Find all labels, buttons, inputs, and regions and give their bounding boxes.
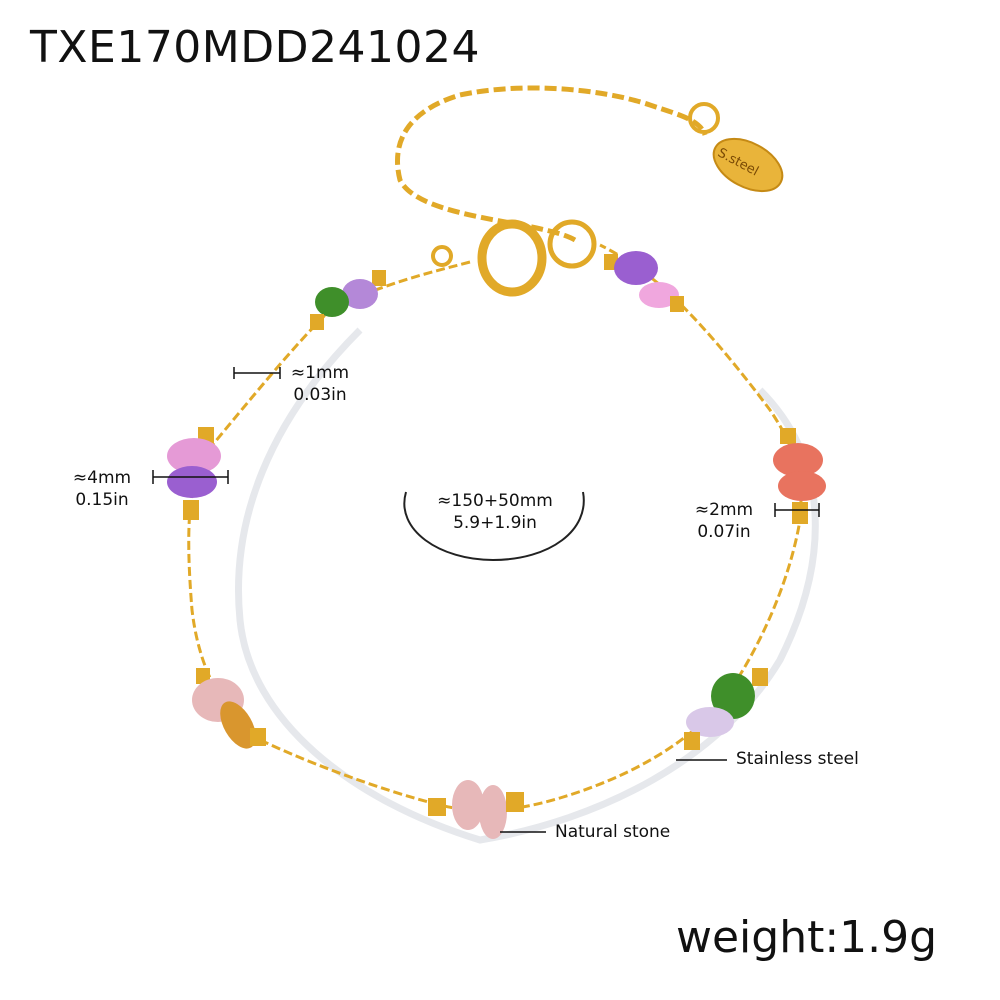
stone-bead xyxy=(711,673,755,719)
stone-bead xyxy=(167,466,217,498)
length-dimension: ≈150+50mm 5.9+1.9in xyxy=(420,490,570,534)
weight-label: weight:1.9g xyxy=(676,912,938,963)
stone-bead xyxy=(167,438,221,474)
stone-bead xyxy=(614,251,658,285)
lobster-clasp xyxy=(431,219,597,297)
bracelet-shadow xyxy=(235,327,819,844)
stone-bead xyxy=(479,785,507,839)
measurement-lines xyxy=(152,367,820,833)
chain-width-mm: ≈1mm xyxy=(290,363,350,383)
extender-chain xyxy=(395,85,708,243)
stone-bead xyxy=(220,701,256,749)
stone-width-dimension: ≈4mm 0.15in xyxy=(62,467,142,511)
bead-width-mm: ≈2mm xyxy=(694,500,754,520)
stainless-steel-callout: Stainless steel xyxy=(736,749,859,769)
stone-bead xyxy=(773,443,823,477)
stone-bead xyxy=(686,707,734,737)
chain-width-dimension: ≈1mm 0.03in xyxy=(290,362,350,406)
steel-tag xyxy=(712,137,784,193)
product-sku: TXE170MDD241024 xyxy=(30,22,480,73)
bead-width-dimension: ≈2mm 0.07in xyxy=(684,499,764,543)
stone-bead xyxy=(452,780,484,830)
beads xyxy=(167,251,826,839)
stone-bead xyxy=(778,471,826,501)
length-in: 5.9+1.9in xyxy=(453,513,537,533)
stone-bead xyxy=(639,282,679,308)
chain-width-in: 0.03in xyxy=(293,385,347,405)
stone-width-in: 0.15in xyxy=(75,490,129,510)
jump-ring xyxy=(688,102,720,134)
length-arc xyxy=(403,491,585,562)
length-mm: ≈150+50mm xyxy=(437,491,553,511)
stone-bead xyxy=(342,279,378,309)
natural-stone-callout: Natural stone xyxy=(555,822,671,842)
bead-width-in: 0.07in xyxy=(697,522,751,542)
stone-width-mm: ≈4mm xyxy=(72,468,132,488)
stone-bead xyxy=(315,287,349,317)
